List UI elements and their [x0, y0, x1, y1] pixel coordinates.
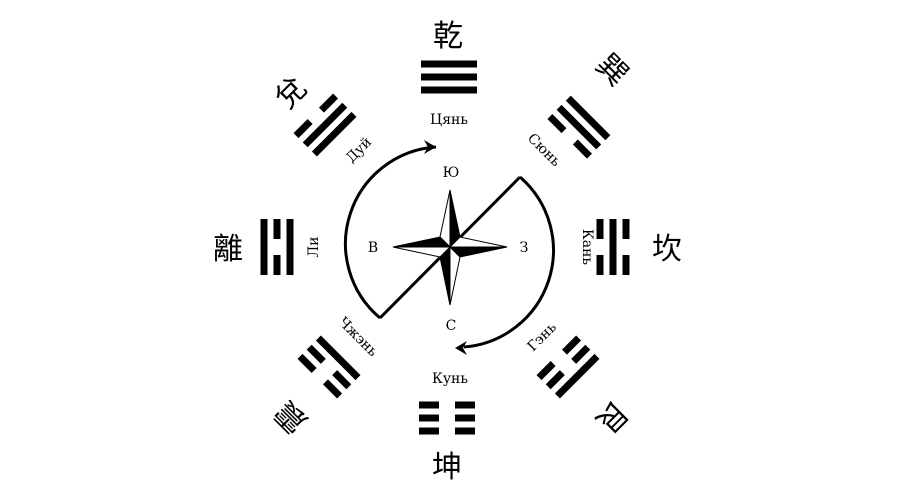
compass-west-label: З — [520, 240, 529, 256]
trigram-kan: 坎 Кань — [579, 219, 682, 275]
arrow-head-top — [424, 140, 436, 154]
trigram-symbol — [547, 95, 611, 159]
trigram-lines — [293, 93, 357, 157]
trigram-li: 離 Ли — [213, 219, 322, 275]
trigram-zhen: 震 Чжэнь — [268, 314, 381, 439]
right-arc — [463, 175, 555, 349]
trigram-character: 離 — [213, 232, 243, 267]
trigram-symbol — [536, 335, 600, 399]
yang-line — [421, 86, 477, 94]
yin-line-segment — [273, 255, 281, 275]
trigram-character: 兌 — [268, 70, 314, 116]
trigram-symbol — [421, 60, 477, 94]
trigram-symbol — [260, 219, 294, 275]
trigram-name: Кунь — [432, 371, 468, 387]
trigram-character: 巽 — [589, 47, 635, 93]
trigram-symbol — [297, 335, 361, 399]
trigram-gen: 艮 Гэнь — [524, 319, 634, 439]
trigram-lines — [421, 60, 477, 94]
yin-line-segment — [332, 370, 352, 390]
yin-line-segment — [547, 114, 567, 134]
trigram-name: Чжэнь — [335, 314, 381, 360]
trigram-character: 震 — [268, 394, 314, 440]
yin-line-segment — [318, 93, 339, 113]
arrow-head-bottom — [455, 341, 467, 355]
yin-line-segment — [419, 427, 439, 435]
yin-line-segment — [455, 401, 475, 409]
trigram-character: 乾 — [433, 19, 463, 54]
yin-line-segment — [596, 219, 604, 239]
trigram-lines — [536, 335, 600, 399]
trigram-dui: 兌 Дуй — [268, 70, 375, 166]
trigram-character: 坤 — [432, 450, 462, 485]
trigram-qian: 乾 Цянь — [421, 19, 477, 128]
trigram-lines — [419, 401, 475, 435]
trigram-kun: Кунь 坤 — [419, 371, 475, 485]
yin-line-segment — [536, 360, 556, 381]
trigram-lines — [596, 219, 630, 275]
trigram-lines — [547, 95, 611, 159]
yang-line — [421, 73, 477, 81]
trigram-xun: 巽 Сюнь — [524, 47, 635, 170]
yin-line-segment — [419, 414, 439, 422]
trigram-lines — [297, 335, 361, 399]
yin-line-segment — [455, 427, 475, 435]
compass-rose — [392, 189, 508, 306]
trigram-symbol — [596, 219, 630, 275]
yang-line — [421, 60, 477, 68]
yin-line-segment — [571, 344, 591, 364]
trigram-name: Цянь — [430, 112, 468, 128]
yin-line-segment — [419, 401, 439, 409]
trigram-name: Ли — [306, 236, 322, 257]
yang-line — [554, 353, 600, 399]
yang-line — [556, 104, 602, 150]
compass-north-label: С — [446, 318, 457, 334]
yin-line-segment — [545, 370, 565, 390]
trigram-name: Кань — [579, 229, 595, 266]
yang-line — [302, 102, 348, 148]
trigram-name: Дуй — [343, 134, 375, 166]
trigram-character: 艮 — [589, 394, 635, 440]
trigram-name: Гэнь — [524, 319, 560, 355]
trigram-symbol — [419, 401, 475, 435]
compass-south-label: Ю — [443, 165, 460, 181]
yang-line — [286, 219, 294, 275]
yin-line-segment — [561, 335, 582, 355]
yin-line-segment — [293, 118, 313, 139]
yin-line-segment — [273, 219, 281, 239]
left-arc — [344, 145, 437, 320]
yang-line — [311, 111, 357, 157]
trigram-character: 坎 — [652, 232, 682, 267]
yin-line-segment — [622, 219, 630, 239]
trigram-lines — [260, 219, 294, 275]
yin-line-segment — [455, 414, 475, 422]
yin-line-segment — [322, 379, 343, 399]
yin-line-segment — [572, 139, 592, 159]
trigram-symbol — [293, 93, 357, 157]
yang-line — [609, 219, 617, 275]
compass-east-label: В — [368, 240, 378, 256]
yin-line-segment — [297, 353, 317, 374]
yin-line-segment — [596, 255, 604, 275]
trigram-name: Сюнь — [524, 130, 564, 170]
yang-line — [315, 335, 361, 381]
yang-line — [260, 219, 268, 275]
yin-line-segment — [306, 344, 326, 364]
yang-line — [565, 95, 611, 141]
yin-line-segment — [622, 255, 630, 275]
